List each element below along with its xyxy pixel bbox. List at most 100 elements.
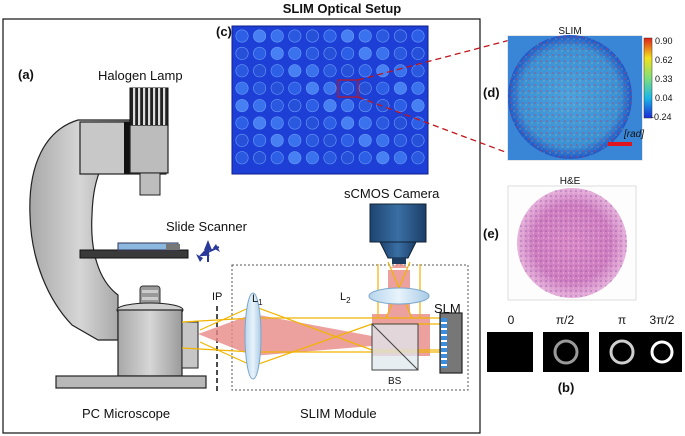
tissue-microarray	[231, 25, 429, 175]
colorbar-tick-2: 0.33	[655, 74, 673, 84]
colorbar-tick-3: 0.04	[655, 93, 673, 103]
tma-core	[235, 133, 249, 147]
move-arrows-icon	[196, 240, 220, 262]
slim-image	[507, 35, 643, 161]
tma-core	[288, 151, 302, 165]
l2-label: L2	[340, 291, 351, 305]
tma-core	[288, 46, 302, 60]
tma-core	[253, 64, 267, 78]
tma-core	[323, 99, 337, 113]
scale-bar	[608, 142, 632, 146]
zoom-line-bottom	[357, 96, 517, 157]
panel-label-a: (a)	[18, 67, 34, 82]
tma-core	[341, 99, 355, 113]
tma-core	[288, 116, 302, 130]
tma-core	[253, 29, 267, 43]
colorbar: 0.90 0.62 0.33 0.04 -0.24 [rad]	[623, 36, 673, 140]
tma-core	[270, 81, 284, 95]
tma-core	[341, 29, 355, 43]
he-image-title: H&E	[560, 176, 581, 187]
tma-core	[235, 151, 249, 165]
tma-core	[358, 81, 372, 95]
lamp-housing	[129, 124, 169, 174]
tma-core	[411, 99, 425, 113]
tma-core	[376, 46, 390, 60]
tma-core	[270, 116, 284, 130]
tma-core	[305, 81, 319, 95]
microscope-arm	[29, 119, 131, 341]
tma-core	[253, 116, 267, 130]
l1-label: L1	[252, 293, 263, 307]
pc-microscope-label: PC Microscope	[82, 406, 170, 421]
phase-label-3: 3π/2	[650, 313, 675, 327]
tma-core	[323, 46, 337, 60]
tma-core	[358, 29, 372, 43]
tma-core	[253, 81, 267, 95]
tma-core	[305, 151, 319, 165]
panel-label-d: (d)	[483, 85, 500, 100]
tma-core	[358, 116, 372, 130]
camera-icon	[369, 203, 427, 264]
tma-core	[341, 46, 355, 60]
tma-core	[253, 99, 267, 113]
tma-core	[341, 116, 355, 130]
tma-core	[270, 64, 284, 78]
tma-core	[376, 81, 390, 95]
tma-core	[235, 64, 249, 78]
tma-core	[305, 46, 319, 60]
tma-core	[376, 29, 390, 43]
tma-core	[341, 151, 355, 165]
phase-frame-3	[642, 332, 682, 372]
panel-label-b: (b)	[558, 380, 575, 395]
tma-core	[288, 133, 302, 147]
tma-core	[376, 151, 390, 165]
bs-label: BS	[388, 376, 402, 387]
tma-core	[235, 81, 249, 95]
tma-core	[305, 133, 319, 147]
phase-frame-1	[543, 332, 589, 372]
tma-core	[411, 29, 425, 43]
slm-device	[439, 312, 463, 374]
halogen-lamp-label: Halogen Lamp	[98, 68, 183, 83]
tma-core	[376, 133, 390, 147]
tma-core	[235, 46, 249, 60]
tma-core	[411, 64, 425, 78]
tma-core	[358, 151, 372, 165]
diagram-title: SLIM Optical Setup	[283, 1, 402, 16]
tma-core	[393, 64, 407, 78]
tma-core	[323, 133, 337, 147]
colorbar-unit: [rad]	[623, 129, 644, 140]
phase-frame-2	[599, 332, 645, 372]
tma-core	[393, 29, 407, 43]
colorbar-tick-4: -0.24	[651, 112, 672, 122]
tma-core	[358, 133, 372, 147]
phase-label-1: π/2	[556, 313, 575, 327]
tma-core	[323, 29, 337, 43]
tma-core	[288, 99, 302, 113]
zoom-box	[337, 79, 359, 98]
tma-core	[393, 116, 407, 130]
tma-core	[305, 116, 319, 130]
stage-plate	[79, 249, 189, 259]
tma-core	[411, 151, 425, 165]
tma-core	[358, 99, 372, 113]
tma-core	[235, 99, 249, 113]
tma-core	[253, 151, 267, 165]
tma-core	[411, 46, 425, 60]
tma-core	[305, 29, 319, 43]
microscope-base	[55, 375, 207, 389]
tma-core	[270, 133, 284, 147]
tma-core	[411, 81, 425, 95]
tma-core	[393, 46, 407, 60]
colorbar-tick-1: 0.62	[655, 55, 673, 65]
tma-core	[270, 29, 284, 43]
tma-core	[393, 81, 407, 95]
phase-label-2: π	[618, 313, 626, 327]
tma-core	[376, 99, 390, 113]
ip-label: IP	[212, 291, 222, 303]
tma-core	[358, 46, 372, 60]
left-frame	[2, 18, 481, 434]
tma-core	[411, 116, 425, 130]
lens-l1	[244, 292, 262, 380]
